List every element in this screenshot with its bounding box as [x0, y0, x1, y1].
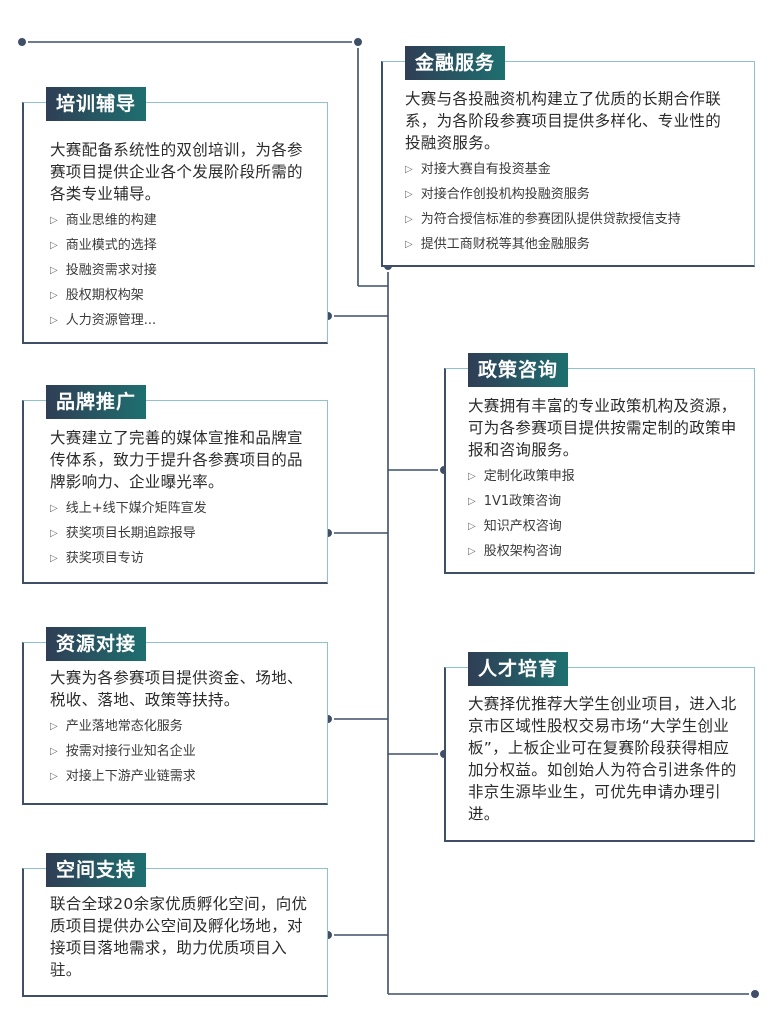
list-item: 线上+线下媒介矩阵宣发: [50, 497, 312, 522]
list-item: 产业落地常态化服务: [50, 715, 318, 740]
item-list: 商业思维的构建 商业模式的选择 投融资需求对接 股权期权构架 人力资源管理...: [50, 209, 308, 334]
card-talent: 人才培育 大赛择优推荐大学生创业项目，进入北京市区域性股权交易市场“大学生创业板…: [444, 652, 755, 842]
list-item: 人力资源管理...: [50, 309, 308, 334]
card-finance: 金融服务 大赛与各投融资机构建立了优质的长期合作联系，为各阶段参赛项目提供多样化…: [381, 46, 755, 267]
list-item: 按需对接行业知名企业: [50, 740, 318, 765]
node-dot: [16, 36, 28, 48]
list-item: 股权期权构架: [50, 284, 308, 309]
card-title: 金融服务: [405, 46, 506, 80]
list-item: 为符合授信标准的参赛团队提供贷款授信支持: [405, 208, 735, 233]
card-title: 政策咨询: [468, 353, 569, 387]
list-item: 商业思维的构建: [50, 209, 308, 234]
list-item: 获奖项目专访: [50, 547, 312, 572]
card-resource: 资源对接 大赛为各参赛项目提供资金、场地、税收、落地、政策等扶持。 产业落地常态…: [22, 627, 328, 805]
card-title: 人才培育: [468, 652, 569, 686]
card-description: 大赛配备系统性的双创培训，为各参赛项目提供企业各个发展阶段所需的各类专业辅导。: [50, 141, 303, 203]
card-description: 大赛为各参赛项目提供资金、场地、税收、落地、政策等扶持。: [50, 669, 303, 709]
item-list: 定制化政策申报 1V1政策咨询 知识产权咨询 股权架构咨询: [468, 465, 738, 565]
card-training: 培训辅导 大赛配备系统性的双创培训，为各参赛项目提供企业各个发展阶段所需的各类专…: [22, 87, 328, 344]
list-item: 知识产权咨询: [468, 515, 738, 540]
list-item: 定制化政策申报: [468, 465, 738, 490]
card-title: 资源对接: [46, 627, 147, 661]
card-title: 品牌推广: [46, 385, 147, 419]
card-description: 大赛与各投融资机构建立了优质的长期合作联系，为各阶段参赛项目提供多样化、专业性的…: [405, 90, 722, 152]
item-list: 对接大赛自有投资基金 对接合作创投机构投融资服务 为符合授信标准的参赛团队提供贷…: [405, 158, 735, 258]
card-space: 空间支持 联合全球20余家优质孵化空间，向优质项目提供办公空间及孵化场地，对接项…: [22, 853, 328, 997]
list-item: 提供工商财税等其他金融服务: [405, 233, 735, 258]
list-item: 商业模式的选择: [50, 234, 308, 259]
card-description: 大赛择优推荐大学生创业项目，进入北京市区域性股权交易市场“大学生创业板”，上板企…: [468, 695, 737, 823]
node-dot: [352, 36, 364, 48]
card-brand: 品牌推广 大赛建立了完善的媒体宣推和品牌宣传体系，致力于提升各参赛项目的品牌影响…: [22, 385, 328, 584]
card-description: 大赛建立了完善的媒体宣推和品牌宣传体系，致力于提升各参赛项目的品牌影响力、企业曝…: [50, 429, 303, 491]
card-policy: 政策咨询 大赛拥有丰富的专业政策机构及资源，可为各参赛项目提供按需定制的政策申报…: [444, 353, 755, 574]
list-item: 获奖项目长期追踪报导: [50, 522, 312, 547]
item-list: 产业落地常态化服务 按需对接行业知名企业 对接上下游产业链需求: [50, 715, 318, 790]
list-item: 股权架构咨询: [468, 540, 738, 565]
list-item: 对接大赛自有投资基金: [405, 158, 735, 183]
item-list: 线上+线下媒介矩阵宣发 获奖项目长期追踪报导 获奖项目专访: [50, 497, 312, 572]
list-item: 对接合作创投机构投融资服务: [405, 183, 735, 208]
card-title: 空间支持: [46, 853, 147, 887]
list-item: 对接上下游产业链需求: [50, 765, 318, 790]
card-title: 培训辅导: [46, 87, 147, 121]
node-dot: [749, 988, 761, 1000]
list-item: 投融资需求对接: [50, 259, 308, 284]
card-description: 联合全球20余家优质孵化空间，向优质项目提供办公空间及孵化场地，对接项目落地需求…: [50, 895, 308, 979]
card-description: 大赛拥有丰富的专业政策机构及资源，可为各参赛项目提供按需定制的政策申报和咨询服务…: [468, 397, 737, 459]
list-item: 1V1政策咨询: [468, 490, 738, 515]
